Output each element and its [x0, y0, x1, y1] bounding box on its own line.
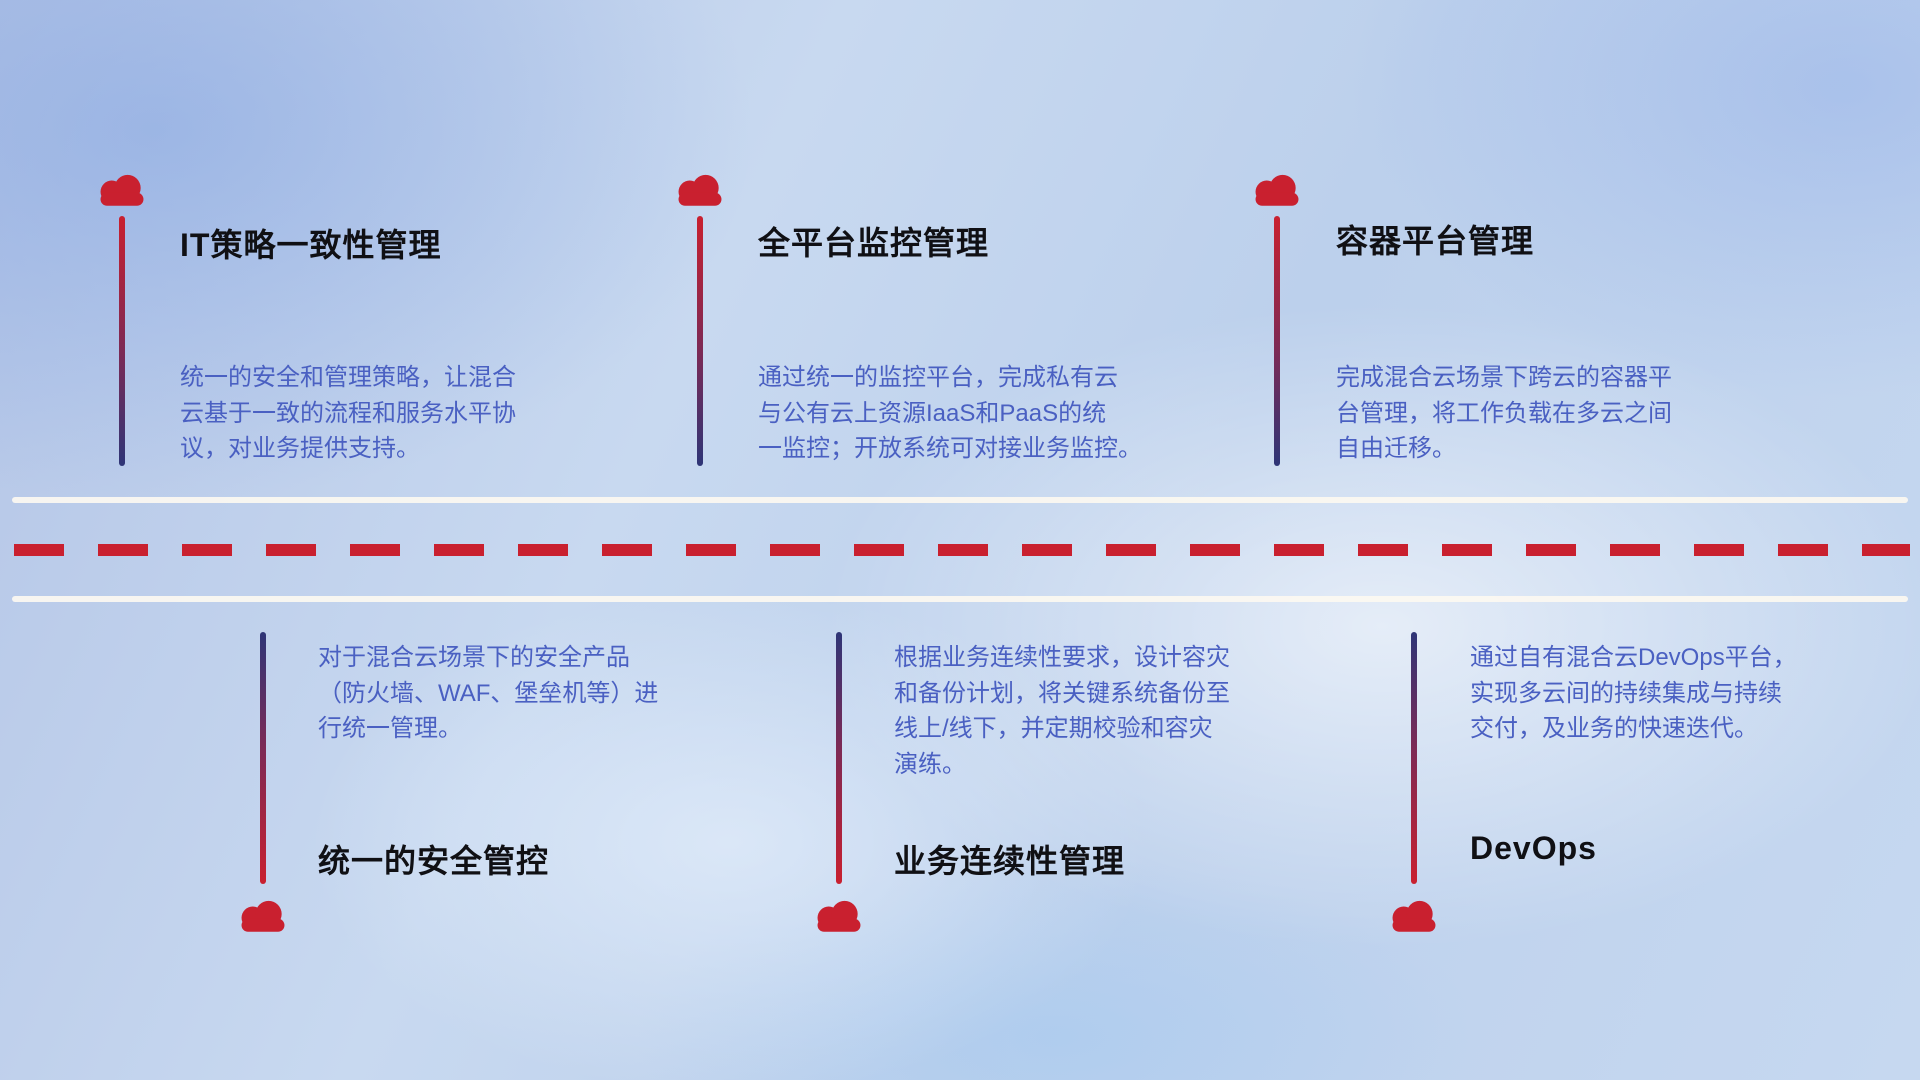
item-description: 通过统一的监控平台，完成私有云 与公有云上资源IaaS和PaaS的统 一监控；开… [758, 364, 1142, 463]
timeline-stem [1274, 216, 1280, 466]
item-title: 全平台监控管理 [758, 225, 990, 261]
timeline-stem [697, 216, 703, 466]
item-title: 业务连续性管理 [894, 843, 1126, 879]
cloud-icon [811, 894, 867, 934]
item-title: 统一的安全管控 [318, 843, 550, 879]
item-title: DevOps [1470, 830, 1597, 866]
timeline-stem [836, 632, 842, 884]
item-description: 完成混合云场景下跨云的容器平 台管理，将工作负载在多云之间 自由迁移。 [1336, 364, 1672, 463]
item-title: 容器平台管理 [1336, 223, 1535, 259]
road-top-line [12, 497, 1908, 503]
road-bottom-line [12, 596, 1908, 602]
cloud-icon [94, 168, 150, 208]
cloud-icon [1249, 168, 1305, 208]
item-description: 统一的安全和管理策略，让混合 云基于一致的流程和服务水平协 议，对业务提供支持。 [180, 364, 516, 463]
road-dashed-center-line [14, 544, 1910, 556]
item-description: 根据业务连续性要求，设计容灾 和备份计划，将关键系统备份至 线上/线下，并定期校… [894, 644, 1230, 778]
cloud-icon [672, 168, 728, 208]
item-description: 通过自有混合云DevOps平台， 实现多云间的持续集成与持续 交付，及业务的快速… [1470, 644, 1797, 743]
timeline-stem [119, 216, 125, 466]
timeline-stem [1411, 632, 1417, 884]
cloud-icon [1386, 894, 1442, 934]
cloud-icon [235, 894, 291, 934]
item-title: IT策略一致性管理 [180, 227, 442, 263]
timeline-stem [260, 632, 266, 884]
item-description: 对于混合云场景下的安全产品 （防火墙、WAF、堡垒机等）进 行统一管理。 [318, 644, 659, 743]
